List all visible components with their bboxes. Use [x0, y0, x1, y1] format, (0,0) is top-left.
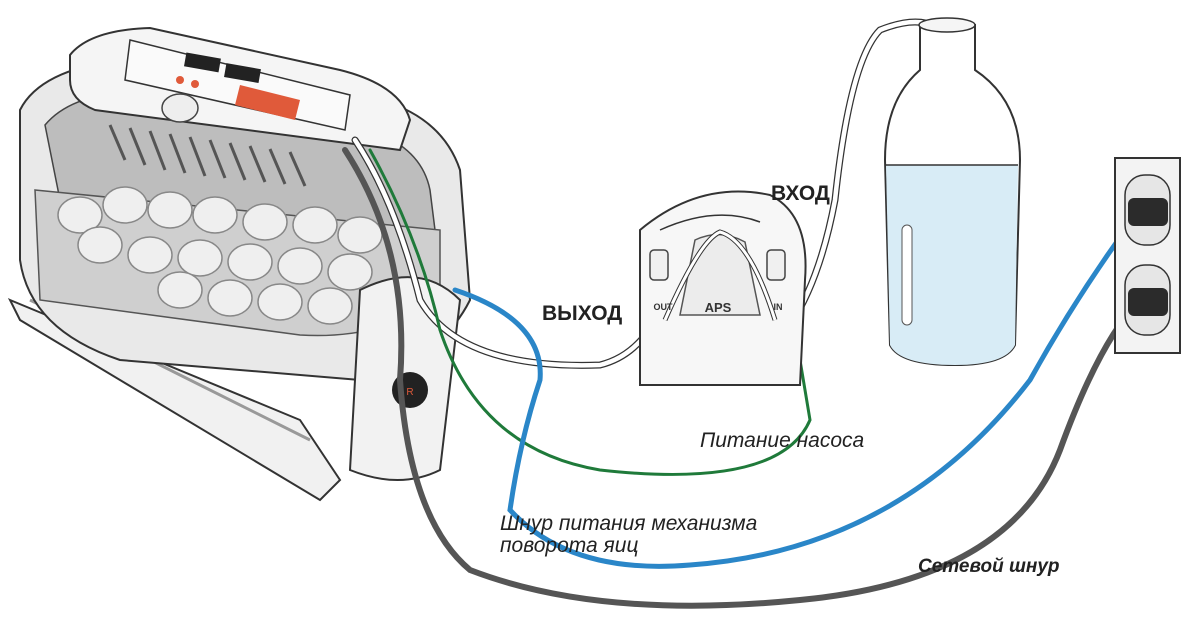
plug-blue-cord — [1128, 198, 1168, 226]
lid-handle — [161, 93, 199, 123]
port-out-label: OUT — [654, 302, 674, 312]
port-in-label: IN — [774, 302, 783, 312]
display-right — [224, 63, 261, 84]
plug-mains-cord — [1128, 288, 1168, 316]
pump-aps: APS OUT IN — [639, 190, 807, 386]
turner-power-cord — [452, 207, 1143, 569]
pump-power-cord — [368, 148, 812, 476]
label-turner-line1: Шнур питания механизма — [500, 512, 758, 535]
panel-button — [176, 76, 184, 84]
egg-tray — [57, 186, 383, 325]
water-bottle — [883, 17, 1022, 367]
wall-outlet — [1114, 157, 1181, 354]
svg-text:R: R — [406, 387, 413, 398]
label-pump-power: Питание насоса — [700, 429, 865, 452]
label-mains: Сетевой шнур — [918, 556, 1060, 577]
mains-cord — [342, 147, 1143, 609]
label-vyhod: ВЫХОД — [542, 302, 623, 325]
label-vhod: ВХОД — [771, 182, 830, 205]
display-left — [184, 52, 221, 73]
cords — [342, 18, 1143, 609]
pump-logo: APS — [705, 300, 732, 315]
panel-red-badge — [235, 85, 300, 120]
panel-button — [191, 80, 199, 88]
incubator: R — [7, 26, 472, 502]
vent-grille — [108, 124, 307, 187]
label-turner-line2: поворота яиц — [500, 534, 639, 557]
